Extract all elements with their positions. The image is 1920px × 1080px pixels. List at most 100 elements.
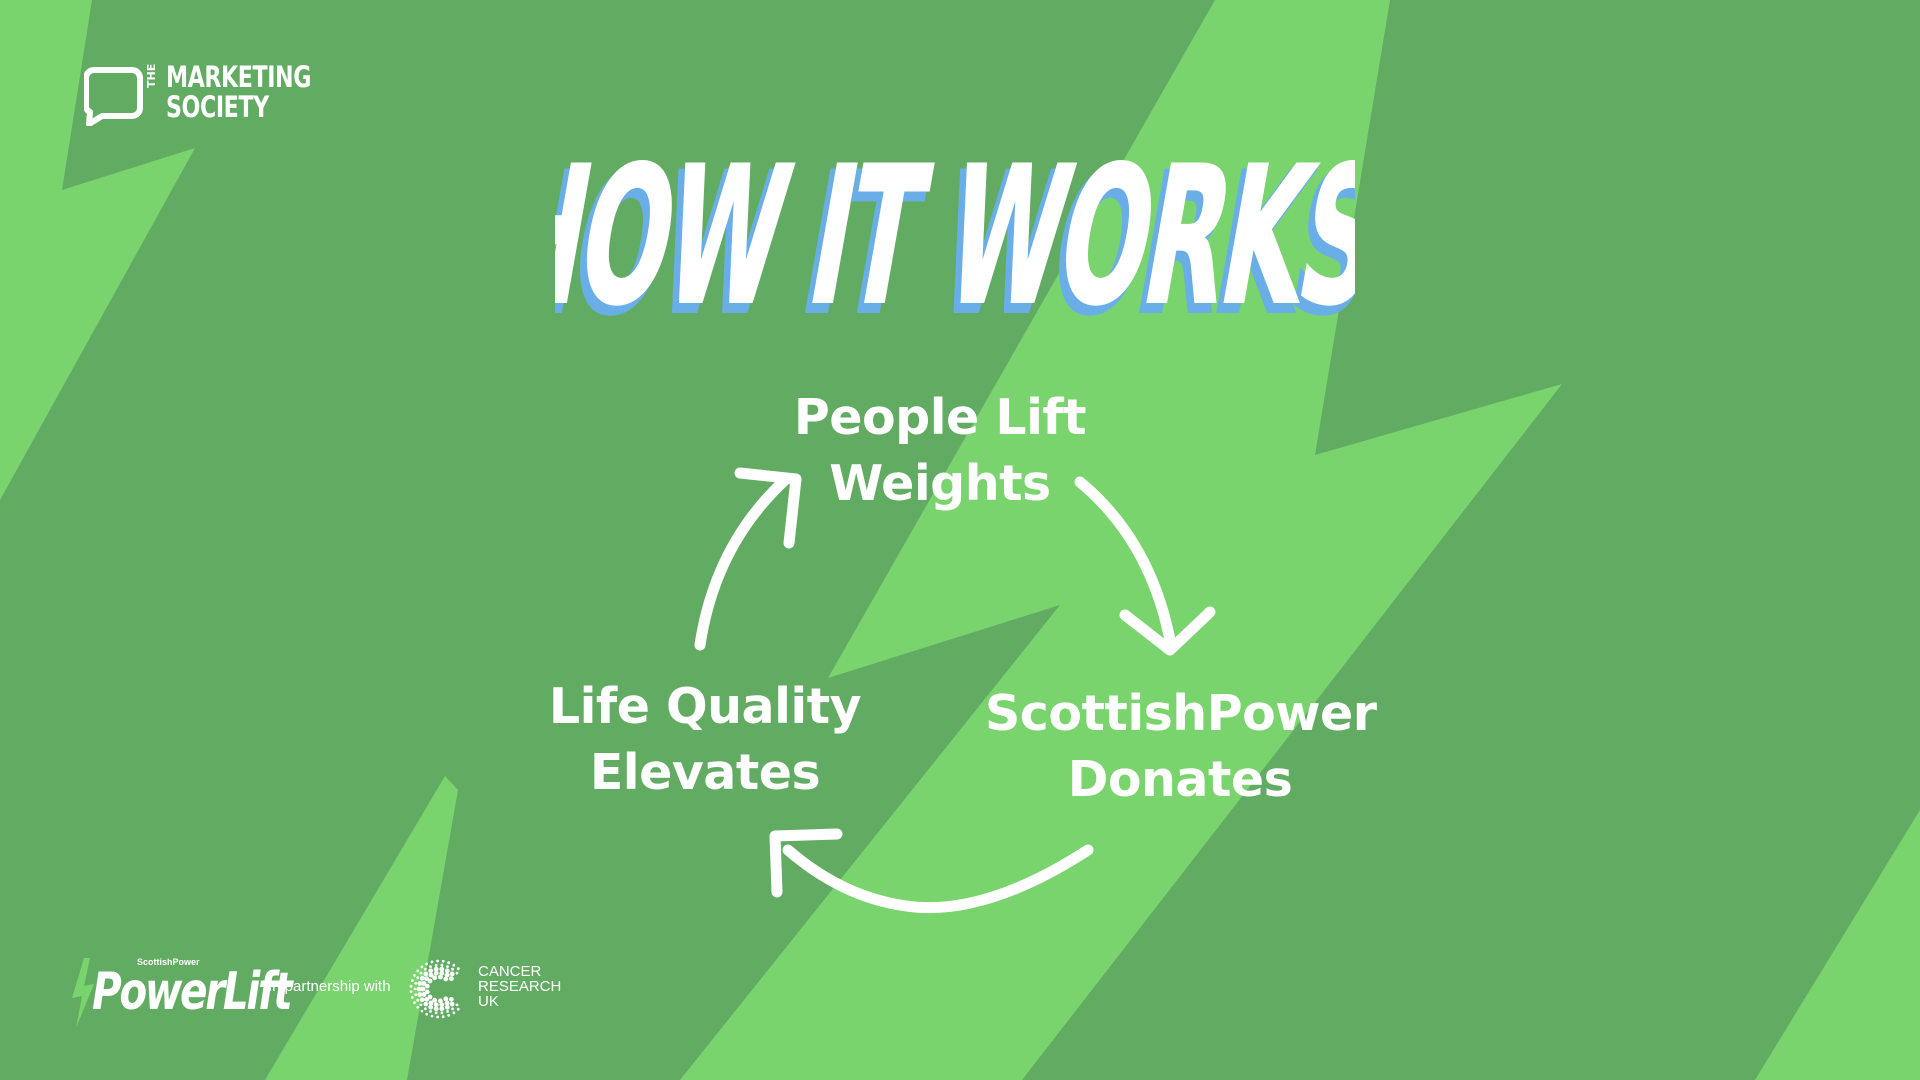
logo-dot [424, 976, 430, 982]
title-text: HOW IT WORKS [555, 140, 1355, 340]
logo-dot [419, 997, 425, 1003]
logo-dot [449, 971, 455, 977]
logo-dot [433, 970, 439, 976]
cruk-line-1: CANCER [478, 963, 542, 980]
logo-dot [414, 993, 418, 997]
logo-dot [417, 992, 423, 997]
logo-dot [438, 998, 443, 1004]
logo-dot [444, 1004, 450, 1010]
logo-marketing: MARKETING [166, 60, 311, 94]
logo-dot [433, 1006, 439, 1012]
logo-dot [440, 963, 444, 967]
marketing-society-logo: THE MARKETING SOCIETY [84, 60, 324, 130]
logo-dot [439, 970, 445, 976]
stripe-bottom-left [265, 776, 458, 1080]
logo-dot [419, 971, 423, 975]
footer-logos: ScottishPower PowerLift In partnership w… [70, 950, 570, 1030]
logo-dot [423, 1001, 429, 1007]
logo-dot [429, 965, 432, 968]
powerlift-wordmark: PowerLift [92, 962, 293, 1022]
logo-dot [444, 968, 450, 974]
step-life-quality-elevates: Life Quality Elevates [525, 674, 885, 806]
logo-dot [433, 1002, 439, 1008]
logo-dot [452, 1011, 456, 1015]
logo-dot [441, 959, 445, 963]
logo-dot [433, 966, 439, 972]
logo-dot [448, 996, 454, 1002]
logo-dot [424, 989, 430, 995]
logo-dot [443, 996, 449, 1002]
cancer-research-c-icon [409, 959, 460, 1019]
logo-dot [429, 1010, 432, 1013]
cruk-line-2: RESEARCH [478, 978, 562, 995]
title-shadow: HOW IT WORKS [555, 140, 1355, 340]
logo-dot [416, 969, 420, 973]
speech-bubble-icon [84, 67, 143, 126]
logo-dot [452, 963, 456, 967]
logo-dot [421, 981, 427, 986]
logo-dot [425, 962, 429, 966]
logo-society: SOCIETY [166, 90, 269, 124]
logo-dot [428, 972, 434, 978]
logo-dot [446, 1010, 449, 1013]
logo-dot [420, 965, 424, 969]
logo-dot [421, 992, 427, 997]
cruk-line-3: UK [478, 993, 499, 1010]
logo-dot [448, 976, 454, 982]
logo-dot [419, 1003, 423, 1007]
partnership-text: In partnership with [268, 978, 391, 995]
logo-dot [434, 1011, 438, 1015]
logo-dot [414, 981, 418, 985]
step-1-line2: Weights [829, 455, 1051, 512]
logo-dot [428, 968, 434, 974]
logo-dot [447, 961, 451, 965]
step-3-line2: Elevates [589, 744, 821, 801]
logo-dot [443, 976, 449, 982]
logo-dot [441, 1015, 445, 1019]
step-2-line2: Donates [1067, 751, 1293, 808]
logo-dot [436, 959, 439, 963]
logo-dot [413, 987, 417, 991]
stripe-bottom-right [1755, 810, 1920, 1080]
logo-dot [446, 965, 449, 968]
powerlift-brand-small: ScottishPower [137, 957, 200, 967]
logo-dot [455, 1003, 459, 1007]
logo-dot [416, 986, 422, 992]
logo-dot [416, 976, 420, 980]
step-people-lift-weights: People Lift Weights [760, 385, 1120, 517]
logo-dot [423, 971, 429, 977]
logo-dot [439, 1002, 445, 1008]
logo-dot [439, 1006, 445, 1012]
logo-dot [428, 1000, 434, 1006]
step-2-line1: ScottishPower [985, 685, 1377, 742]
logo-dot [410, 979, 414, 982]
logo-dot [428, 1004, 434, 1010]
step-scottishpower-donates: ScottishPower Donates [985, 681, 1377, 813]
logo-dot [419, 975, 425, 981]
logo-dot [430, 960, 434, 964]
logo-dot [439, 966, 445, 972]
logo-dot [438, 974, 443, 980]
cancer-research-uk-wordmark: CANCER RESEARCH UK [478, 964, 561, 1009]
logo-dot [434, 963, 438, 967]
logo-dot [444, 972, 450, 978]
logo-dot [440, 1011, 444, 1015]
logo-dot [424, 967, 427, 971]
logo-dot [456, 967, 460, 971]
logo-dot [424, 996, 430, 1002]
logo-dot [416, 998, 420, 1002]
step-1-line1: People Lift [793, 389, 1087, 446]
logo-dot [409, 984, 413, 988]
logo-dot [413, 1001, 416, 1004]
logo-dot [416, 1005, 420, 1009]
logo-dot [409, 990, 413, 994]
logo-dot [455, 971, 459, 975]
logo-dot [447, 1013, 451, 1017]
logo-dot [420, 986, 426, 992]
logo-dot [451, 1007, 454, 1011]
logo-dot [425, 1012, 429, 1016]
stripe-left-top [0, 0, 195, 500]
logo-dot [432, 975, 438, 981]
logo-dot [417, 981, 423, 986]
logo-dot [420, 1009, 424, 1013]
